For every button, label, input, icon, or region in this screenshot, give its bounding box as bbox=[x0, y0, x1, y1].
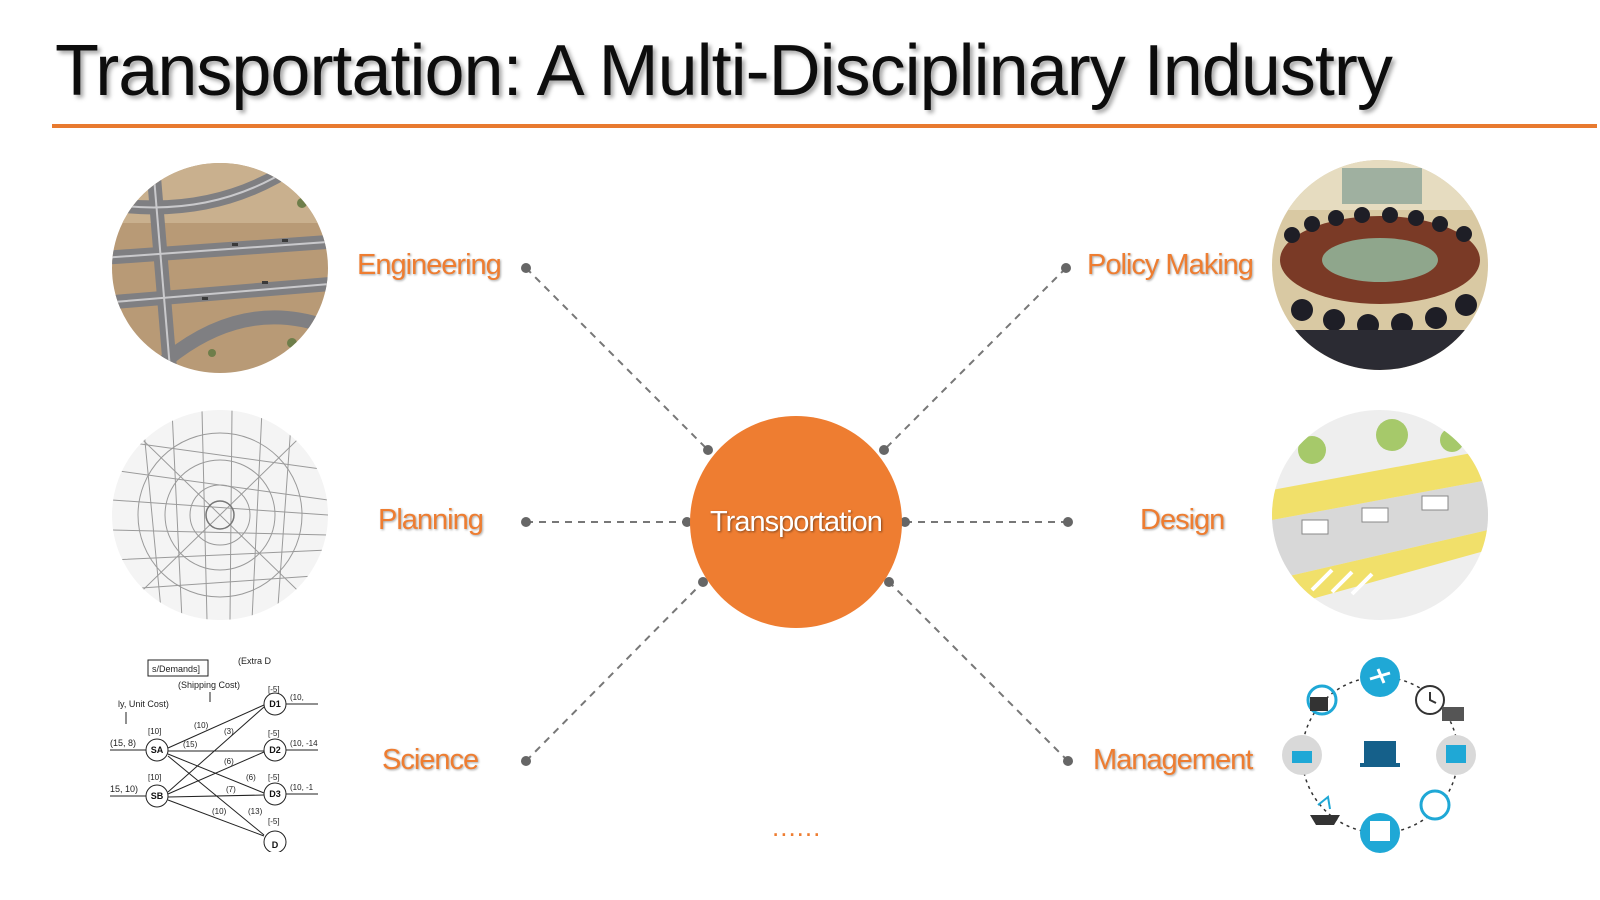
label-design: Design bbox=[1140, 504, 1225, 536]
svg-text:(10, -14: (10, -14 bbox=[290, 739, 318, 748]
svg-text:(10): (10) bbox=[212, 807, 227, 816]
title-underline bbox=[52, 124, 1597, 128]
connector-science bbox=[525, 581, 704, 762]
unit-cost-label: ly, Unit Cost) bbox=[118, 699, 169, 709]
ship-icon bbox=[1310, 815, 1340, 825]
extra-label: (Extra D bbox=[238, 656, 272, 666]
label-engineering: Engineering bbox=[357, 249, 502, 281]
laptop-icon bbox=[1364, 741, 1396, 763]
connector-dot bbox=[703, 445, 713, 455]
connector-management bbox=[888, 581, 1069, 762]
shipping-cost-label: (Shipping Cost) bbox=[178, 680, 240, 690]
network-flow-diagram: s/Demands] (Extra D (Shipping Cost) ly, … bbox=[108, 652, 328, 852]
label-planning: Planning bbox=[378, 504, 484, 536]
demands-label: s/Demands] bbox=[152, 664, 200, 674]
svg-text:[10]: [10] bbox=[148, 773, 161, 782]
node-d2: D2 bbox=[269, 745, 281, 755]
node-d1: D1 bbox=[269, 699, 281, 709]
hub-label: Transportation bbox=[710, 505, 883, 538]
svg-text:(6): (6) bbox=[246, 773, 256, 782]
svg-text:(7): (7) bbox=[226, 785, 236, 794]
sb-supply: 15, 10) bbox=[110, 784, 138, 794]
svg-text:[10]: [10] bbox=[148, 727, 161, 736]
svg-text:[-5]: [-5] bbox=[268, 773, 280, 782]
node-sa: SA bbox=[151, 745, 164, 755]
connector-dot bbox=[1063, 756, 1073, 766]
svg-text:[-5]: [-5] bbox=[268, 685, 280, 694]
svg-text:(10, -1: (10, -1 bbox=[290, 783, 314, 792]
label-policy-making: Policy Making bbox=[1087, 249, 1254, 281]
road-network-map-image bbox=[112, 410, 328, 620]
connector-dot bbox=[884, 577, 894, 587]
highway-interchange-image bbox=[112, 163, 328, 373]
node-d4: D bbox=[272, 840, 279, 850]
svg-text:(10): (10) bbox=[194, 721, 209, 730]
label-management: Management bbox=[1093, 744, 1253, 776]
connector-policy bbox=[883, 267, 1067, 451]
sa-supply: (15, 8) bbox=[110, 738, 136, 748]
connector-dot bbox=[879, 445, 889, 455]
meeting-room-image bbox=[1272, 160, 1488, 370]
more-ellipsis: ...... bbox=[772, 812, 822, 842]
connector-engineering bbox=[525, 267, 709, 451]
svg-text:(13): (13) bbox=[248, 807, 263, 816]
node-d3: D3 bbox=[269, 789, 281, 799]
svg-text:(15): (15) bbox=[183, 740, 198, 749]
svg-text:(3): (3) bbox=[224, 727, 234, 736]
connector-dot bbox=[521, 756, 531, 766]
svg-text:(10,: (10, bbox=[290, 693, 304, 702]
node-sb: SB bbox=[151, 791, 164, 801]
connector-dot bbox=[1061, 263, 1071, 273]
connector-dot bbox=[521, 517, 531, 527]
package-icon bbox=[1442, 707, 1464, 721]
connector-dot bbox=[682, 517, 692, 527]
street-design-image bbox=[1272, 410, 1488, 620]
cycle-icon bbox=[1306, 684, 1338, 716]
calendar-search-icon bbox=[1419, 789, 1451, 821]
label-science: Science bbox=[382, 744, 479, 776]
connector-dot bbox=[1063, 517, 1073, 527]
transportation-hub: Transportation bbox=[690, 416, 902, 628]
connector-dot bbox=[900, 517, 910, 527]
svg-text:(6): (6) bbox=[224, 757, 234, 766]
svg-text:[-5]: [-5] bbox=[268, 817, 280, 826]
logistics-icons-ring bbox=[1270, 655, 1490, 855]
connector-dot bbox=[698, 577, 708, 587]
connector-dot bbox=[521, 263, 531, 273]
svg-text:[-5]: [-5] bbox=[268, 729, 280, 738]
slide-title: Transportation: A Multi-Disciplinary Ind… bbox=[55, 31, 1393, 111]
